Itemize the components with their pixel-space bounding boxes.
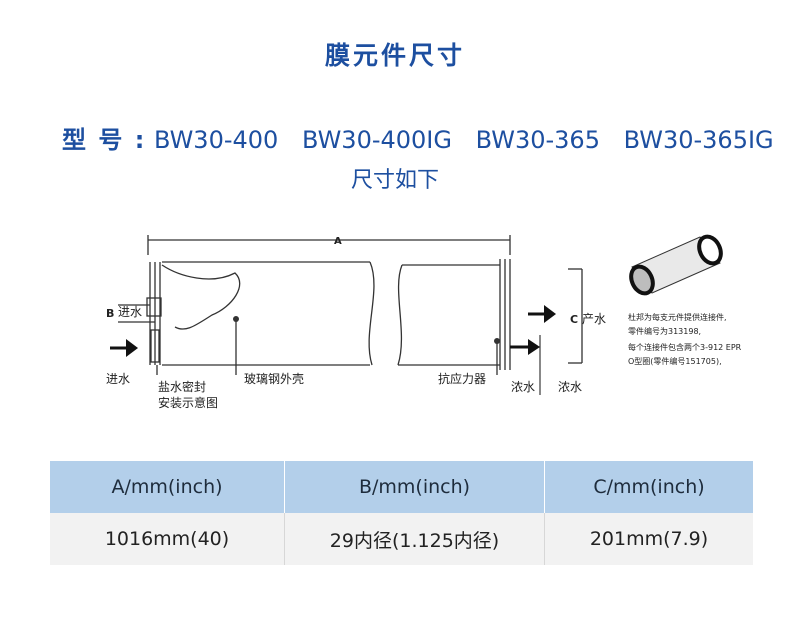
model-label: 型 号 : <box>62 126 147 154</box>
label-product: 产水 <box>582 312 606 326</box>
table-cell: 1016mm(40) <box>50 513 285 565</box>
membrane-body-right <box>397 259 511 370</box>
table-cell: 29内径(1.125内径) <box>284 513 545 565</box>
subtitle: 尺寸如下 <box>350 168 439 193</box>
dimension-c-line <box>568 268 583 364</box>
label-brine-seal-2: 安装示意图 <box>158 395 218 410</box>
label-anti-stress: 抗应力器 <box>438 371 486 386</box>
label-concentrate-1: 浓水 <box>511 380 535 394</box>
membrane-diagram: A B 进水 进水 盐水密封 安装示意图 玻璃钢外壳 抗应力器 浓水 浓水 C … <box>106 234 742 410</box>
dimension-table: A/mm(inch) B/mm(inch) C/mm(inch) 1016mm(… <box>50 461 753 565</box>
model-item: BW30-400IG <box>301 126 452 154</box>
label-c: C <box>570 313 578 326</box>
model-item: BW30-365IG <box>623 126 774 154</box>
table-header-row: A/mm(inch) B/mm(inch) C/mm(inch) <box>50 461 753 513</box>
dimension-b-line <box>118 304 155 323</box>
label-brine-seal: 盐水密封 <box>158 379 206 394</box>
label-inlet-b: 进水 <box>118 305 142 319</box>
leader-dot <box>494 338 500 344</box>
leader-dot <box>233 316 239 322</box>
table-row: 1016mm(40) 29内径(1.125内径) 201mm(7.9) <box>50 513 753 565</box>
table-cell: 201mm(7.9) <box>544 513 753 565</box>
label-b: B <box>106 307 114 320</box>
note-line-1: 杜邦为每支元件提供连接件, <box>628 312 727 322</box>
label-inlet: 进水 <box>106 372 130 386</box>
model-item: BW30-400 <box>153 126 279 154</box>
dimension-a-line <box>147 235 511 255</box>
table-header: B/mm(inch) <box>284 461 545 513</box>
connector-icon <box>629 234 723 296</box>
table-header: C/mm(inch) <box>544 461 753 513</box>
brine-seal-block <box>146 297 162 363</box>
model-item: BW30-365 <box>475 126 600 154</box>
flow-arrows <box>110 305 556 395</box>
note-line-3: 每个连接件包含两个3-912 EPR <box>628 342 742 352</box>
note-line-4: O型圈(零件编号151705), <box>628 356 722 366</box>
page-title: 膜元件尺寸 <box>324 41 465 70</box>
note-line-2: 零件编号为313198, <box>628 326 701 336</box>
label-a: A <box>334 236 342 247</box>
label-fiberglass-shell: 玻璃钢外壳 <box>244 372 304 386</box>
table-header: A/mm(inch) <box>50 461 285 513</box>
membrane-body-left <box>149 261 375 366</box>
model-list: 型 号 : BW30-400 BW30-400IG BW30-365 BW30-… <box>62 120 790 155</box>
label-concentrate-2: 浓水 <box>558 380 582 394</box>
